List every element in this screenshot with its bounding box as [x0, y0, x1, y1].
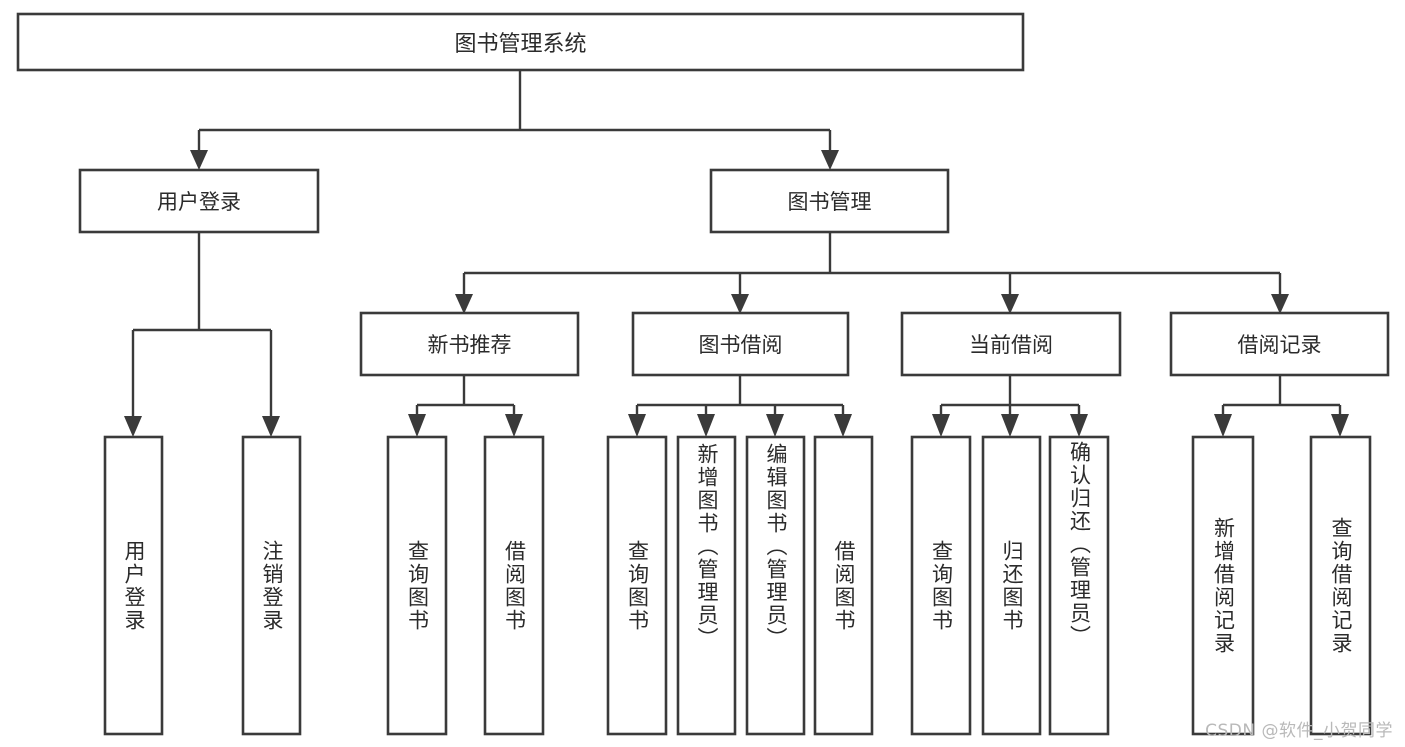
node-box-book-borrow[interactable] — [631, 311, 850, 377]
arrow-head-leaf-user-login-2 — [262, 416, 280, 437]
connector-group-userlogin — [124, 232, 280, 437]
arrow-head-leaf-borrowrecord-1 — [1214, 414, 1232, 437]
node-box-leaf-user-login-2[interactable] — [241, 435, 302, 736]
node-box-leaf-bookborrow-3[interactable] — [745, 435, 806, 736]
node-label-user-login: 用户登录 — [157, 190, 241, 214]
connector-group-currentborrow — [932, 375, 1088, 437]
arrow-head-leaf-bookborrow-3 — [766, 414, 784, 437]
node-box-leaf-user-login-1[interactable] — [103, 435, 164, 736]
arrow-head-leaf-currentborrow-2 — [1001, 414, 1019, 437]
node-label-book-borrow: 图书借阅 — [698, 333, 783, 357]
arrow-head-leaf-user-login-1 — [124, 416, 142, 437]
arrow-head-leaf-bookborrow-4 — [834, 414, 852, 437]
connector-group-bookmgmt — [455, 232, 1289, 314]
arrow-head-leaf-currentborrow-1 — [932, 414, 950, 437]
node-box-leaf-currentborrow-2[interactable] — [981, 435, 1042, 736]
arrow-head-leaf-newbook-2 — [505, 414, 523, 437]
connector-group-root — [190, 70, 839, 170]
arrow-head-newbook — [455, 294, 473, 314]
node-box-current-borrow[interactable] — [900, 311, 1122, 377]
connector-group-newbook — [408, 375, 523, 437]
node-box-user-login[interactable] — [78, 168, 320, 234]
node-box-new-book-recommend[interactable] — [359, 311, 580, 377]
arrow-head-leaf-currentborrow-3 — [1070, 414, 1088, 437]
arrow-head-currentborrow — [1001, 294, 1019, 314]
arrow-head-leaf-newbook-1 — [408, 414, 426, 437]
node-box-leaf-newbook-2[interactable] — [483, 435, 545, 736]
node-box-leaf-currentborrow-1[interactable] — [910, 435, 972, 736]
node-box-leaf-bookborrow-4[interactable] — [813, 435, 874, 736]
node-box-leaf-newbook-1[interactable] — [386, 435, 448, 736]
arrow-head-leaf-borrowrecord-2 — [1331, 414, 1349, 437]
arrow-head-userlogin — [190, 150, 208, 170]
node-box-root[interactable] — [16, 12, 1025, 72]
node-label-new-book-recommend: 新书推荐 — [427, 333, 512, 357]
node-label-borrow-record: 借阅记录 — [1237, 333, 1322, 357]
arrow-head-leaf-bookborrow-2 — [697, 414, 715, 437]
node-label-root: 图书管理系统 — [454, 32, 587, 57]
node-box-leaf-borrowrecord-1[interactable] — [1191, 435, 1255, 736]
node-box-leaf-borrowrecord-2[interactable] — [1309, 435, 1372, 736]
node-box-leaf-currentborrow-3[interactable] — [1048, 435, 1110, 736]
arrow-head-bookmgmt — [821, 150, 839, 170]
node-box-leaf-bookborrow-2[interactable] — [676, 435, 737, 736]
connector-group-bookborrow — [628, 375, 852, 437]
connector-group-borrowrecord — [1214, 375, 1349, 437]
arrow-head-borrowrecord — [1271, 294, 1289, 314]
node-label-book-management: 图书管理 — [787, 190, 872, 214]
node-box-book-management[interactable] — [709, 168, 950, 234]
arrow-head-bookborrow — [731, 294, 749, 314]
node-box-leaf-bookborrow-1[interactable] — [606, 435, 668, 736]
node-box-borrow-record[interactable] — [1169, 311, 1390, 377]
watermark-text: CSDN @软件_小贺同学 — [1205, 721, 1393, 741]
arrow-head-leaf-bookborrow-1 — [628, 414, 646, 437]
node-label-current-borrow: 当前借阅 — [969, 333, 1053, 357]
